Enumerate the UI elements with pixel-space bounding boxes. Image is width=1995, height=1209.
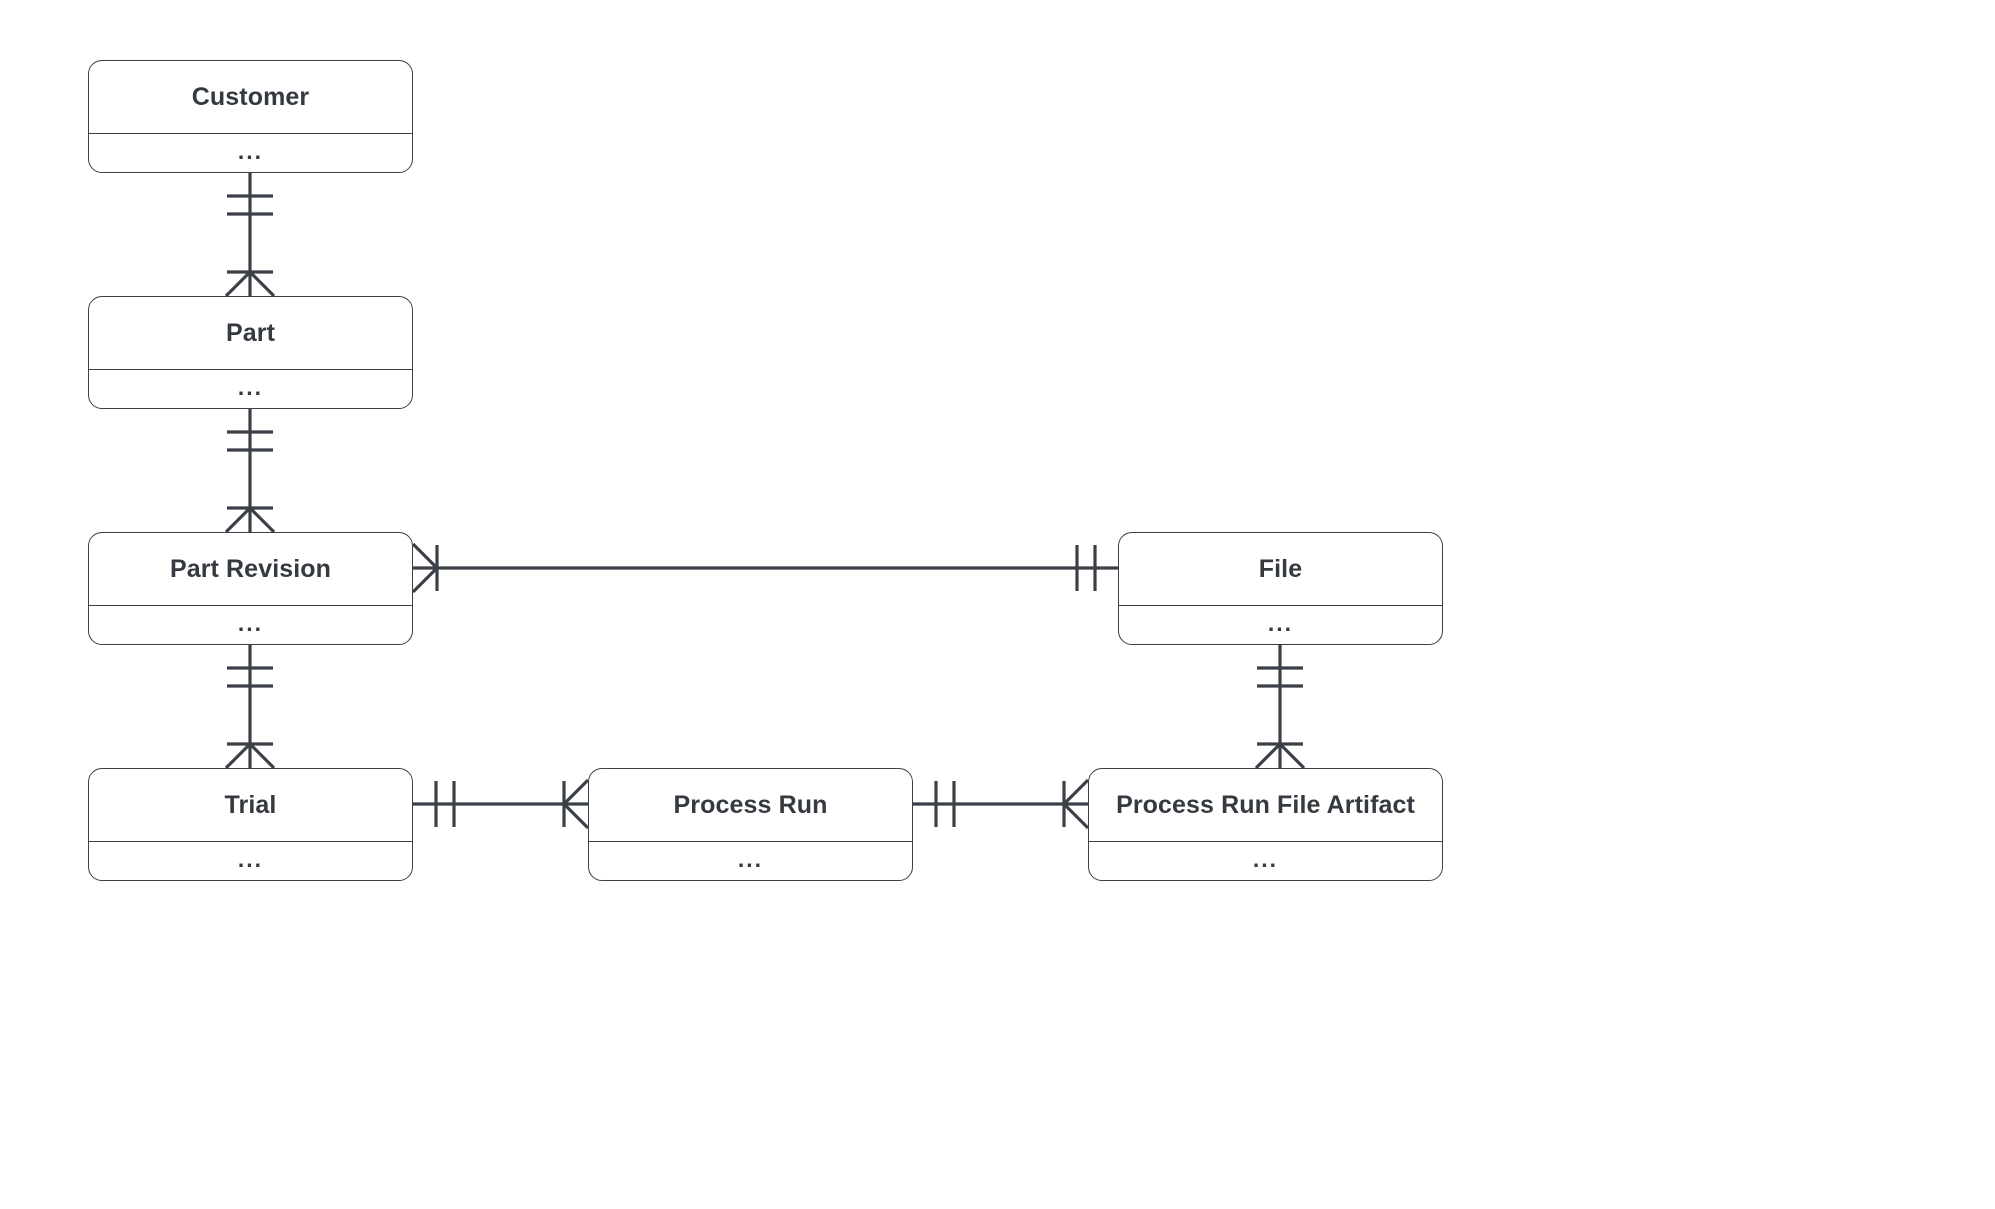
entity-file-title: File <box>1258 554 1303 583</box>
entity-file[interactable]: File ... <box>1118 532 1443 645</box>
entity-file-attributes: ... <box>1267 609 1294 636</box>
entity-part-title: Part <box>225 318 276 347</box>
entity-process-run-file-artifact-title: Process Run File Artifact <box>1116 790 1415 819</box>
connector-trial-process-run <box>413 778 590 830</box>
entity-process-run-file-artifact-attributes: ... <box>1252 845 1279 872</box>
connector-part-part-revision <box>224 409 276 534</box>
entity-part-revision-title: Part Revision <box>169 554 332 583</box>
entity-customer-title: Customer <box>191 82 310 111</box>
connector-process-run-process-run-file-artifact <box>913 778 1090 830</box>
connector-customer-part <box>224 173 276 298</box>
entity-process-run-file-artifact[interactable]: Process Run File Artifact ... <box>1088 768 1443 881</box>
entity-customer[interactable]: Customer ... <box>88 60 413 173</box>
connector-part-revision-trial <box>224 645 276 770</box>
entity-trial-attributes: ... <box>237 845 264 872</box>
entity-part[interactable]: Part ... <box>88 296 413 409</box>
entity-trial-divider <box>89 841 412 843</box>
entity-trial-title: Trial <box>224 790 277 819</box>
entity-process-run-title: Process Run <box>673 790 828 819</box>
entity-process-run-attributes: ... <box>737 845 764 872</box>
connector-file-part-revision <box>411 542 1118 594</box>
entity-process-run-divider <box>589 841 912 843</box>
entity-part-divider <box>89 369 412 371</box>
entity-file-divider <box>1119 605 1442 607</box>
connector-file-process-run-file-artifact <box>1254 645 1306 770</box>
entity-part-attributes: ... <box>237 373 264 400</box>
entity-process-run-file-artifact-divider <box>1089 841 1442 843</box>
entity-process-run[interactable]: Process Run ... <box>588 768 913 881</box>
entity-part-revision[interactable]: Part Revision ... <box>88 532 413 645</box>
entity-customer-divider <box>89 133 412 135</box>
entity-part-revision-attributes: ... <box>237 609 264 636</box>
entity-part-revision-divider <box>89 605 412 607</box>
entity-trial[interactable]: Trial ... <box>88 768 413 881</box>
entity-customer-attributes: ... <box>237 137 264 164</box>
